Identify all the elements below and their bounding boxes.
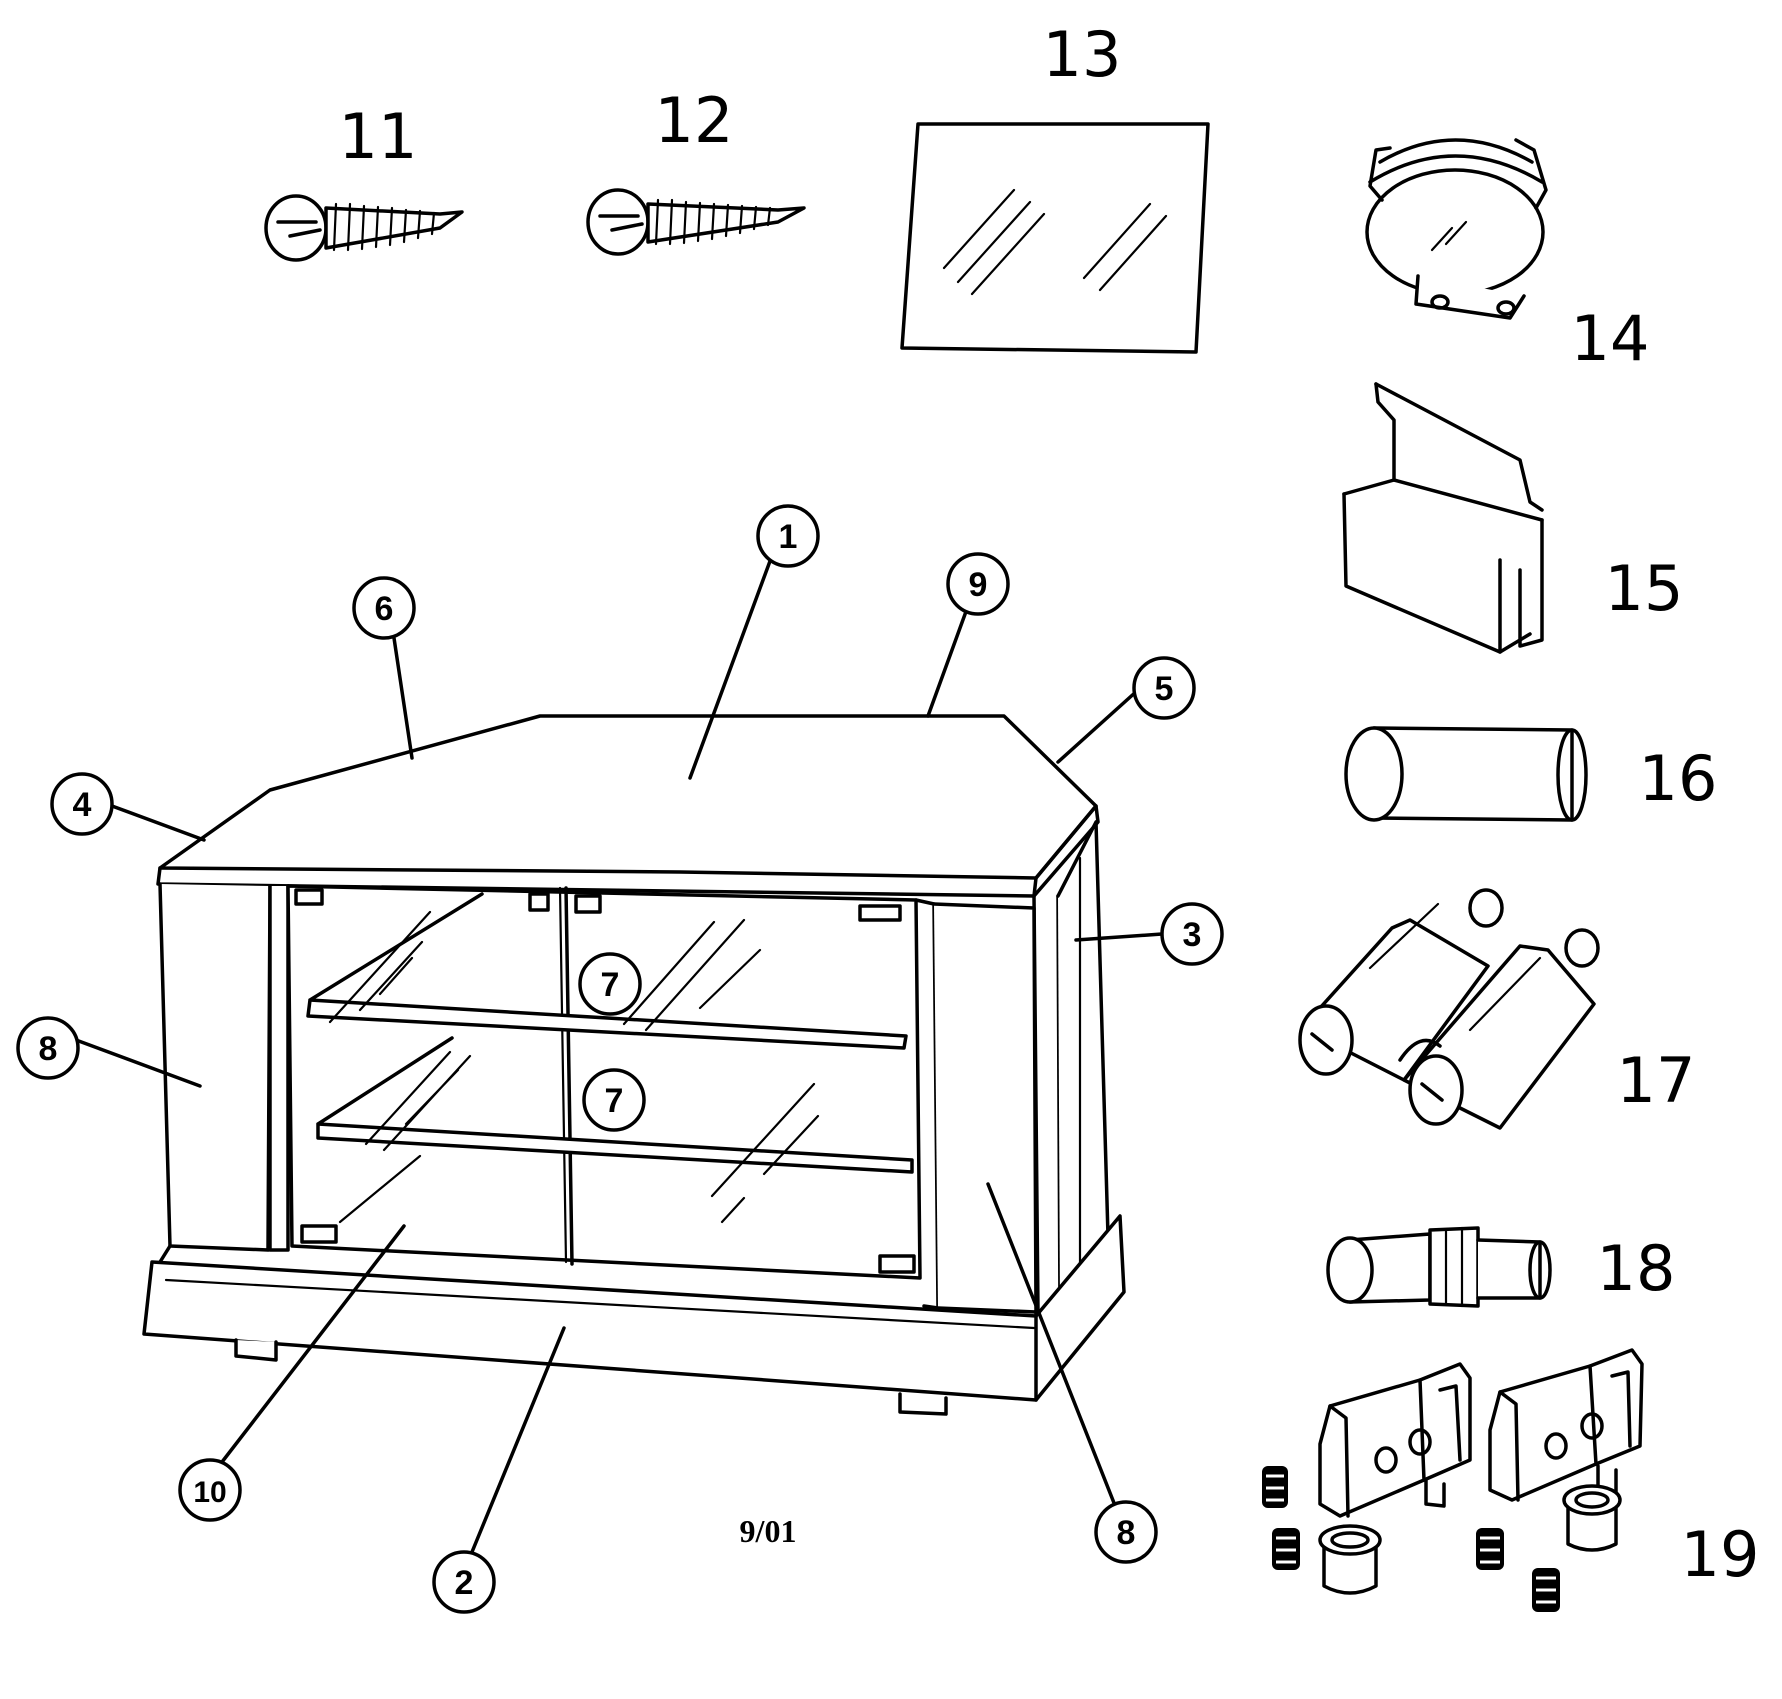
callout-label-9: 9: [969, 566, 988, 604]
date-code: 9/01: [740, 1513, 797, 1549]
dowel-16: [1344, 726, 1588, 822]
callout-label-3: 3: [1183, 916, 1202, 954]
callout-4: 4: [50, 772, 114, 836]
shelf-pin-18: [1326, 1226, 1552, 1308]
part-number-17: 17: [1617, 1044, 1696, 1117]
part-number-14: 14: [1571, 302, 1650, 375]
callout-7-lower: 7: [582, 1068, 646, 1132]
part-number-13: 13: [1043, 18, 1122, 91]
callout-label-2: 2: [455, 1564, 474, 1602]
part-number-16: 16: [1639, 742, 1718, 815]
part-number-18: 18: [1597, 1232, 1676, 1305]
callout-10: 10: [178, 1458, 242, 1522]
callout-3: 3: [1160, 902, 1224, 966]
part-number-15: 15: [1605, 552, 1684, 625]
callout-label-8-right: 8: [1117, 1514, 1136, 1552]
callout-label-7-lower: 7: [605, 1082, 624, 1120]
callout-label-8-left: 8: [39, 1030, 58, 1068]
screw-11: [264, 194, 464, 262]
callout-label-5: 5: [1155, 670, 1174, 708]
callout-label-7-upper: 7: [601, 966, 620, 1004]
magnet-catch-14: [1365, 138, 1548, 320]
screw-12: [586, 188, 806, 256]
callout-label-1: 1: [779, 518, 798, 556]
glass-clip-15: [1342, 382, 1544, 654]
roller-catch-17: [1298, 888, 1600, 1130]
part-number-12: 12: [655, 84, 734, 157]
callout-label-4: 4: [73, 786, 92, 824]
callout-6: 6: [352, 576, 416, 640]
hinge-set-19: [1262, 1348, 1644, 1612]
leader-lines: [74, 532, 1164, 1554]
tv-stand-assembly: [142, 714, 1126, 1416]
callout-8-right: 8: [1094, 1500, 1158, 1564]
callout-label-6: 6: [375, 590, 394, 628]
callout-1: 1: [756, 504, 820, 568]
callout-7-upper: 7: [578, 952, 642, 1016]
callout-label-10: 10: [193, 1476, 226, 1509]
part-number-19: 19: [1681, 1518, 1760, 1591]
callout-9: 9: [946, 552, 1010, 616]
callout-5: 5: [1132, 656, 1196, 720]
part-number-11: 11: [339, 100, 418, 173]
callout-2: 2: [432, 1550, 496, 1614]
glass-panel-13: [900, 122, 1210, 354]
callout-8-left: 8: [16, 1016, 80, 1080]
